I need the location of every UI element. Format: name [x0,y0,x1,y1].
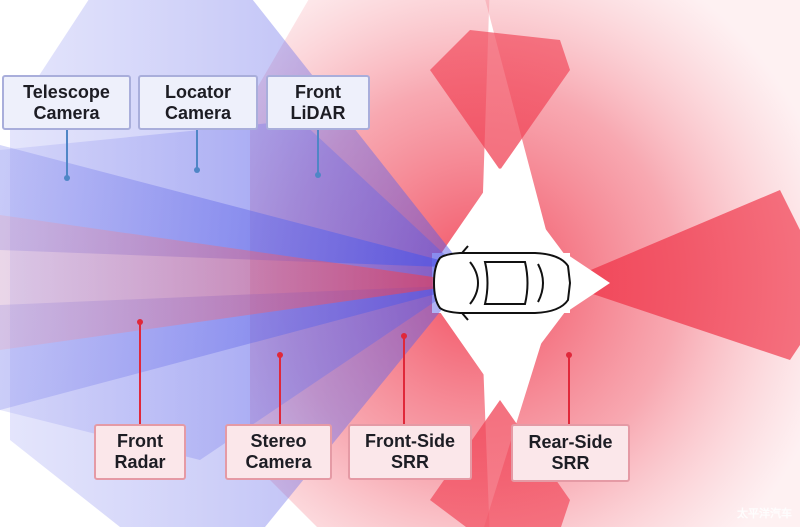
front-bottom-srr-lobe [430,400,570,527]
front-top-srr-lobe [430,30,570,170]
rear-right-srr-lobe [560,190,800,360]
telescope-camera-label: Telescope Camera [2,75,131,130]
lower-clear-zone [440,312,565,398]
watermark-logo: 太平洋汽车 [737,508,792,520]
front-radar-label: Front Radar [94,424,186,480]
upper-clear-zone [440,168,565,255]
front-lidar-label: Front LiDAR [266,75,370,130]
camera-coverage [0,0,475,527]
rear-clear-zone [565,253,610,313]
pointer-lines [64,130,572,424]
locator-camera-label: Locator Camera [138,75,258,130]
front-radar-beam [0,215,475,350]
stereo-camera-label: Stereo Camera [225,424,332,480]
rear-side-srr-label: Rear-Side SRR [511,424,630,482]
front-side-srr-label: Front-Side SRR [348,424,472,480]
car-top-view [432,245,572,321]
